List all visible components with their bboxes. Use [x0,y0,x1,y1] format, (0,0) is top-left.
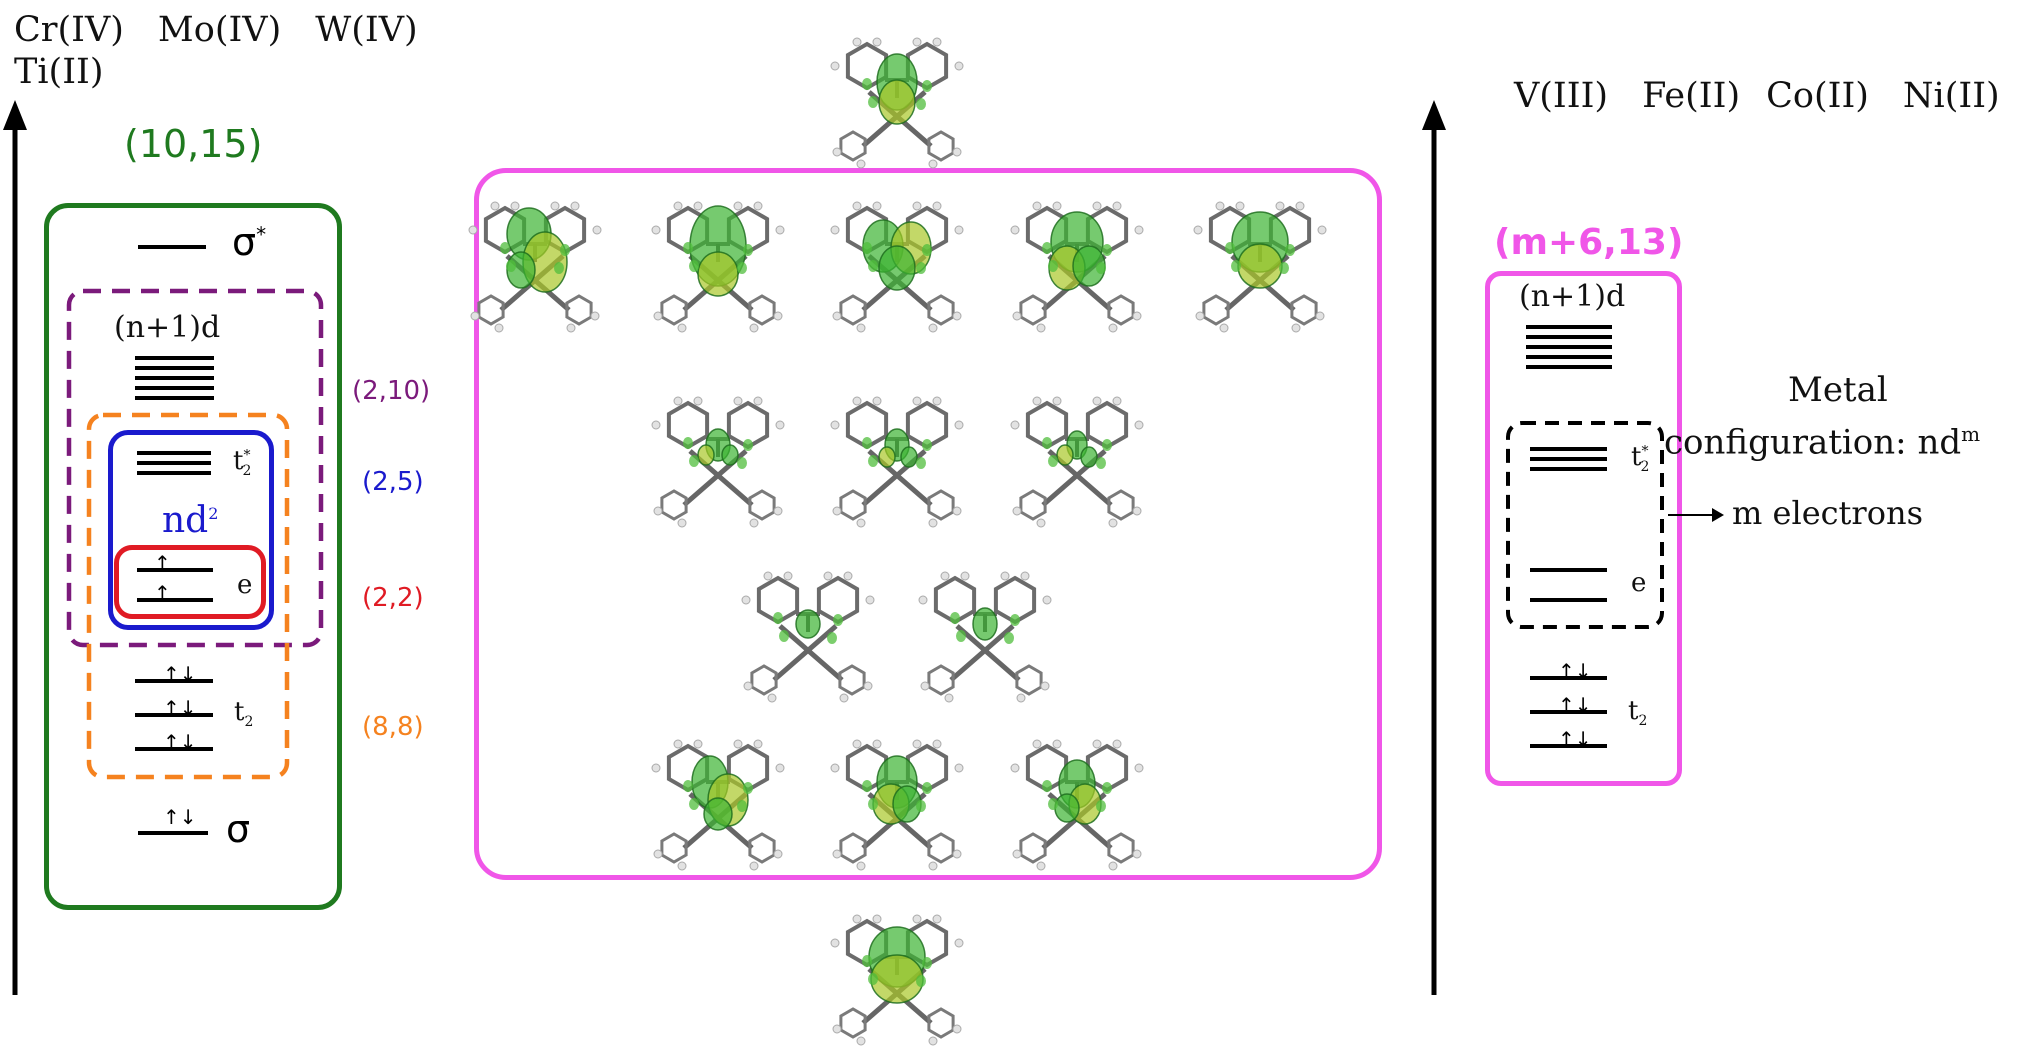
orbital-molecule [651,201,785,333]
subspace-frame-blue [108,430,274,630]
label-t2-left: t2 [234,697,254,731]
label-space-2-5: (2,5) [362,467,424,497]
note-configuration: configuration: ndm [1664,422,1981,463]
energy-axis-arrow-right [1422,100,1446,995]
left-active-space-label: (10,15) [124,122,263,166]
level-right-e-2 [1530,598,1607,602]
orbital-molecule [830,396,964,528]
metal-config-frame-dashed [1506,421,1664,629]
right-frame-magenta [1485,271,1682,786]
level-right-n1d-1 [1526,325,1612,329]
level-sigma [138,831,208,835]
spin-pair-t2-2: ↑↓ [163,696,197,720]
orbital-molecule [830,201,964,333]
label-right-t2: t2 [1628,696,1648,730]
level-right-t2-2 [1530,710,1607,714]
level-right-n1d-3 [1526,345,1612,349]
level-t2-2 [135,713,213,717]
label-space-2-10: (2,10) [352,376,431,406]
level-n1d-1 [135,356,214,360]
level-right-e-1 [1530,568,1607,572]
energy-axis-arrow-left [3,100,27,995]
level-t2-star-3 [137,471,211,475]
orbital-molecule [651,739,785,871]
spin-pair-right-t2-3: ↑↓ [1558,727,1592,751]
label-t2-star-left: t*2 [233,446,252,480]
level-e-2 [137,598,213,602]
level-t2-3 [135,747,213,751]
right-active-space-label: (m+6,13) [1494,222,1684,263]
level-t2-star-1 [137,451,211,455]
orbital-molecule [651,396,785,528]
level-n1d-4 [135,386,214,390]
label-nd2: nd2 [162,500,219,541]
spin-pair-right-t2-2: ↑↓ [1558,693,1592,717]
label-n1d-left: (n+1)d [114,310,221,345]
level-right-t2-star-2 [1530,457,1607,461]
subspace-frame-purple [66,288,324,648]
right-metals: V(III)Fe(II)Co(II)Ni(II) [1514,76,2000,116]
level-t2-1 [135,679,213,683]
label-right-t2-star: t*2 [1631,442,1650,476]
spin-pair-t2-3: ↑↓ [163,730,197,754]
spin-pair-t2-1: ↑↓ [163,662,197,686]
label-sigma: σ [226,807,251,851]
note-metal: Metal [1788,370,1888,410]
level-right-t2-star-3 [1530,467,1607,471]
level-n1d-2 [135,366,214,370]
level-right-n1d-2 [1526,335,1612,339]
level-e-1 [137,568,213,572]
level-sigma-star [138,245,206,249]
label-space-2-2: (2,2) [362,583,424,613]
label-m-electrons: m electrons [1732,494,1923,532]
left-metals-row1: Cr(IV)Mo(IV)W(IV) [14,10,418,50]
label-n1d-right: (n+1)d [1519,279,1626,314]
orbital-molecule [1010,396,1144,528]
subspace-frame-red [114,545,266,619]
spin-up-e1: ↑ [154,551,171,575]
left-metals-row2: Ti(II) [14,52,104,92]
active-space-frame-green [44,203,342,910]
label-space-8-8: (8,8) [362,712,424,742]
level-right-t2-star-1 [1530,447,1607,451]
spin-up-e2: ↑ [154,581,171,605]
label-sigma-star: σ* [232,220,267,264]
level-n1d-3 [135,376,214,380]
label-e-left: e [237,570,253,600]
orbital-molecule [830,37,964,169]
orbital-molecule [741,571,875,703]
orbital-molecule [1010,739,1144,871]
orbital-molecule [1010,201,1144,333]
subspace-frame-orange [86,412,290,780]
orbital-molecule [830,739,964,871]
level-t2-star-2 [137,461,211,465]
orbital-molecule [1193,201,1327,333]
orbital-molecule [918,571,1052,703]
level-right-t2-3 [1530,744,1607,748]
level-n1d-5 [135,396,214,400]
spin-pair-right-t2-1: ↑↓ [1558,659,1592,683]
level-right-t2-1 [1530,676,1607,680]
orbital-frame-magenta [474,168,1382,880]
orbital-molecule [830,914,964,1046]
level-right-n1d-4 [1526,355,1612,359]
electrons-arrow [1668,508,1724,522]
spin-pair-sigma: ↑↓ [163,805,197,829]
label-right-e: e [1631,568,1647,598]
orbital-molecule [468,201,602,333]
level-right-n1d-5 [1526,365,1612,369]
